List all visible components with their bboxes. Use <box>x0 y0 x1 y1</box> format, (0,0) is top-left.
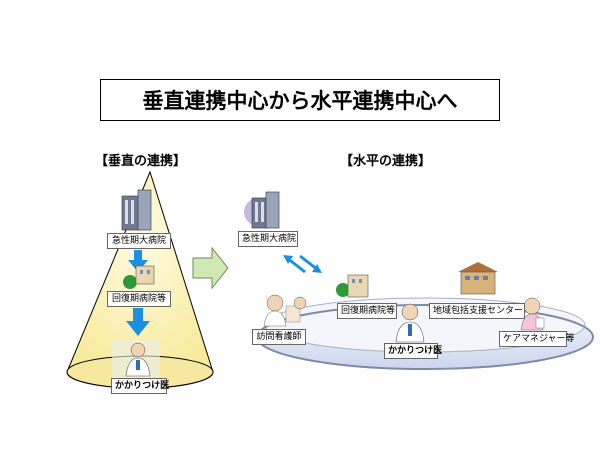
blue-arrow-down <box>126 308 150 336</box>
vertical-section-label: 【垂直の連携】 <box>95 154 187 169</box>
horizontal-node-recovery-hospital: 回復期病院等 <box>337 303 397 319</box>
horizontal-section-label: 【水平の連携】 <box>340 154 432 169</box>
vertical-node-family-doctor: かかりつけ医 <box>111 378 169 394</box>
horizontal-node-acute-hospital: 急性期大病院 <box>238 231 298 247</box>
clinic-icon <box>336 274 369 298</box>
vertical-node-recovery-hospital: 回復期病院等 <box>107 291 171 307</box>
horizontal-node-care-manager: ケアマネジャー等 <box>499 331 575 347</box>
hospital-icon <box>244 191 280 229</box>
horizontal-node-family-doctor: かかりつけ医 <box>384 343 442 359</box>
hospital-icon <box>121 189 152 231</box>
doctor-icon <box>112 340 160 378</box>
page-title: 垂直連携中心から水平連携中心へ <box>100 79 500 121</box>
nurse-icon <box>263 294 307 327</box>
green-arrow-right <box>192 246 229 290</box>
bidirectional-arrows <box>283 254 322 274</box>
horizontal-node-community-center: 地域包括支援センター <box>429 303 525 319</box>
care-manager-icon <box>520 297 545 331</box>
vertical-node-acute-hospital: 急性期大病院 <box>107 233 171 249</box>
horizontal-node-visiting-nurse: 訪問看護師 <box>252 329 306 345</box>
care-center-icon <box>458 262 498 295</box>
doctor-icon <box>395 303 425 343</box>
clinic-icon <box>123 265 155 289</box>
